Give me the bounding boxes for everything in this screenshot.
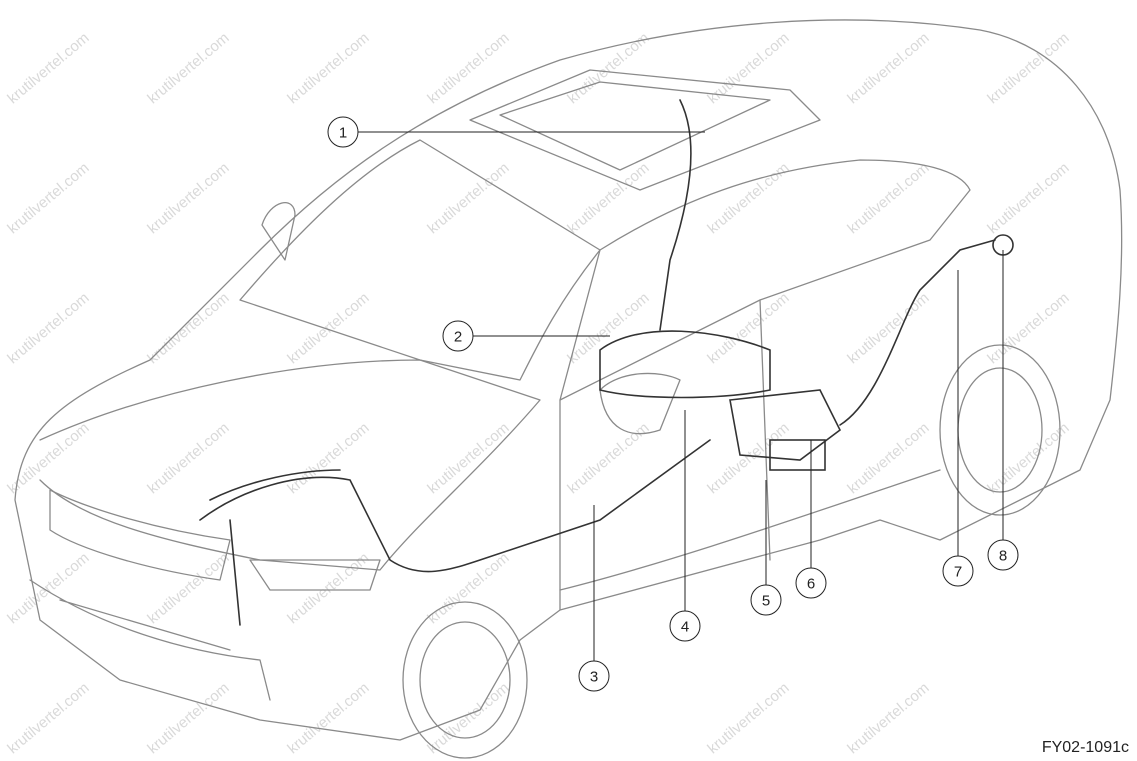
callout-1: 1 — [327, 116, 705, 148]
front-wheel-rim — [419, 621, 511, 739]
callout-number: 2 — [454, 329, 462, 346]
figure-code: FY02-1091c — [1041, 739, 1129, 756]
callout-circle — [442, 320, 474, 352]
grille — [49, 489, 231, 581]
side-window — [559, 159, 971, 401]
callout-number: 4 — [681, 619, 689, 636]
front-mirror-left — [261, 202, 296, 261]
callout-3: 3 — [578, 505, 610, 692]
canister — [729, 389, 842, 461]
door-line — [559, 299, 771, 611]
callout-circle — [942, 555, 974, 587]
headlight — [249, 559, 381, 591]
callout-number: 5 — [762, 593, 770, 610]
callout-number: 8 — [999, 548, 1007, 565]
callout-circle — [327, 116, 359, 148]
callout-number: 7 — [954, 564, 962, 581]
car-body-outline — [14, 19, 1123, 741]
fuel-pipe-front — [199, 439, 711, 573]
filler-pipe — [839, 239, 996, 426]
callout-number: 3 — [590, 669, 598, 686]
harness-front — [209, 469, 341, 626]
callout-5: 5 — [750, 480, 782, 616]
windshield — [239, 139, 601, 381]
rear-wheel — [939, 344, 1061, 516]
callout-circle — [750, 584, 782, 616]
mirror — [599, 372, 681, 435]
callout-circle — [578, 660, 610, 692]
callout-2: 2 — [442, 320, 610, 352]
side-sill — [559, 469, 941, 591]
callout-circle — [795, 567, 827, 599]
front-wheel — [402, 601, 528, 759]
hood — [39, 359, 541, 571]
callout-6: 6 — [795, 440, 827, 599]
sunroof — [469, 69, 821, 191]
callout-number: 1 — [339, 125, 347, 142]
callout-8: 8 — [987, 250, 1019, 571]
fuel-tank — [599, 330, 771, 399]
vent-hose-roof — [659, 99, 692, 331]
bumper — [29, 579, 271, 701]
sunroof-inner — [499, 81, 771, 171]
canister-box — [769, 439, 826, 471]
callout-4: 4 — [669, 410, 701, 642]
callout-7: 7 — [942, 270, 974, 587]
callout-number: 6 — [807, 576, 815, 593]
rear-wheel-rim — [957, 367, 1043, 493]
callout-circle — [987, 539, 1019, 571]
callout-circle — [669, 610, 701, 642]
